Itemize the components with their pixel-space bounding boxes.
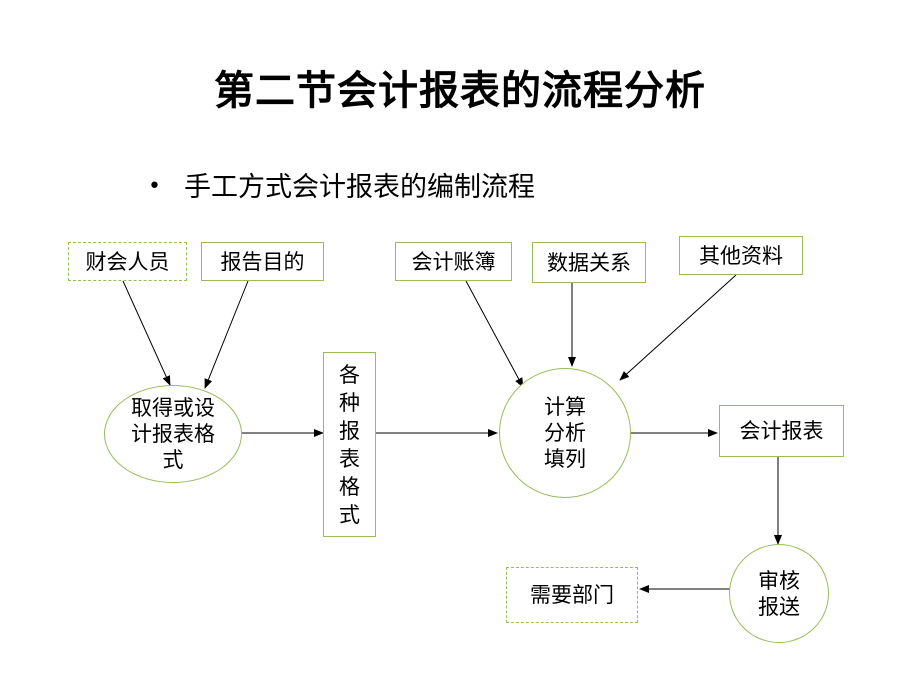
bullet-item: • 手工方式会计报表的编制流程 [148,165,535,204]
node-report-purpose: 报告目的 [201,242,324,281]
node-review-submit: 审核报送 [729,544,829,643]
arrow-purpose-to-format [204,280,249,389]
node-obtain-design-format: 取得或设计报表格式 [104,385,242,483]
node-report-formats: 各种报表格式 [323,352,376,537]
bullet-text: 手工方式会计报表的编制流程 [184,172,535,203]
node-finance-staff: 财会人员 [68,242,187,281]
node-data-relations: 数据关系 [532,242,646,283]
bullet-marker: • [148,174,161,199]
node-accounting-books: 会计账簿 [395,242,512,281]
node-calc-analyze-fill: 计算分析填列 [499,368,631,498]
node-other-materials: 其他资料 [679,236,803,275]
arrow-other-to-calc [619,274,737,381]
arrow-books-to-calc [465,280,524,388]
node-departments-needed: 需要部门 [506,567,638,623]
node-financial-statements: 会计报表 [719,405,844,457]
arrow-staff-to-format [122,280,171,386]
slide-title: 第二节会计报表的流程分析 [214,68,706,114]
